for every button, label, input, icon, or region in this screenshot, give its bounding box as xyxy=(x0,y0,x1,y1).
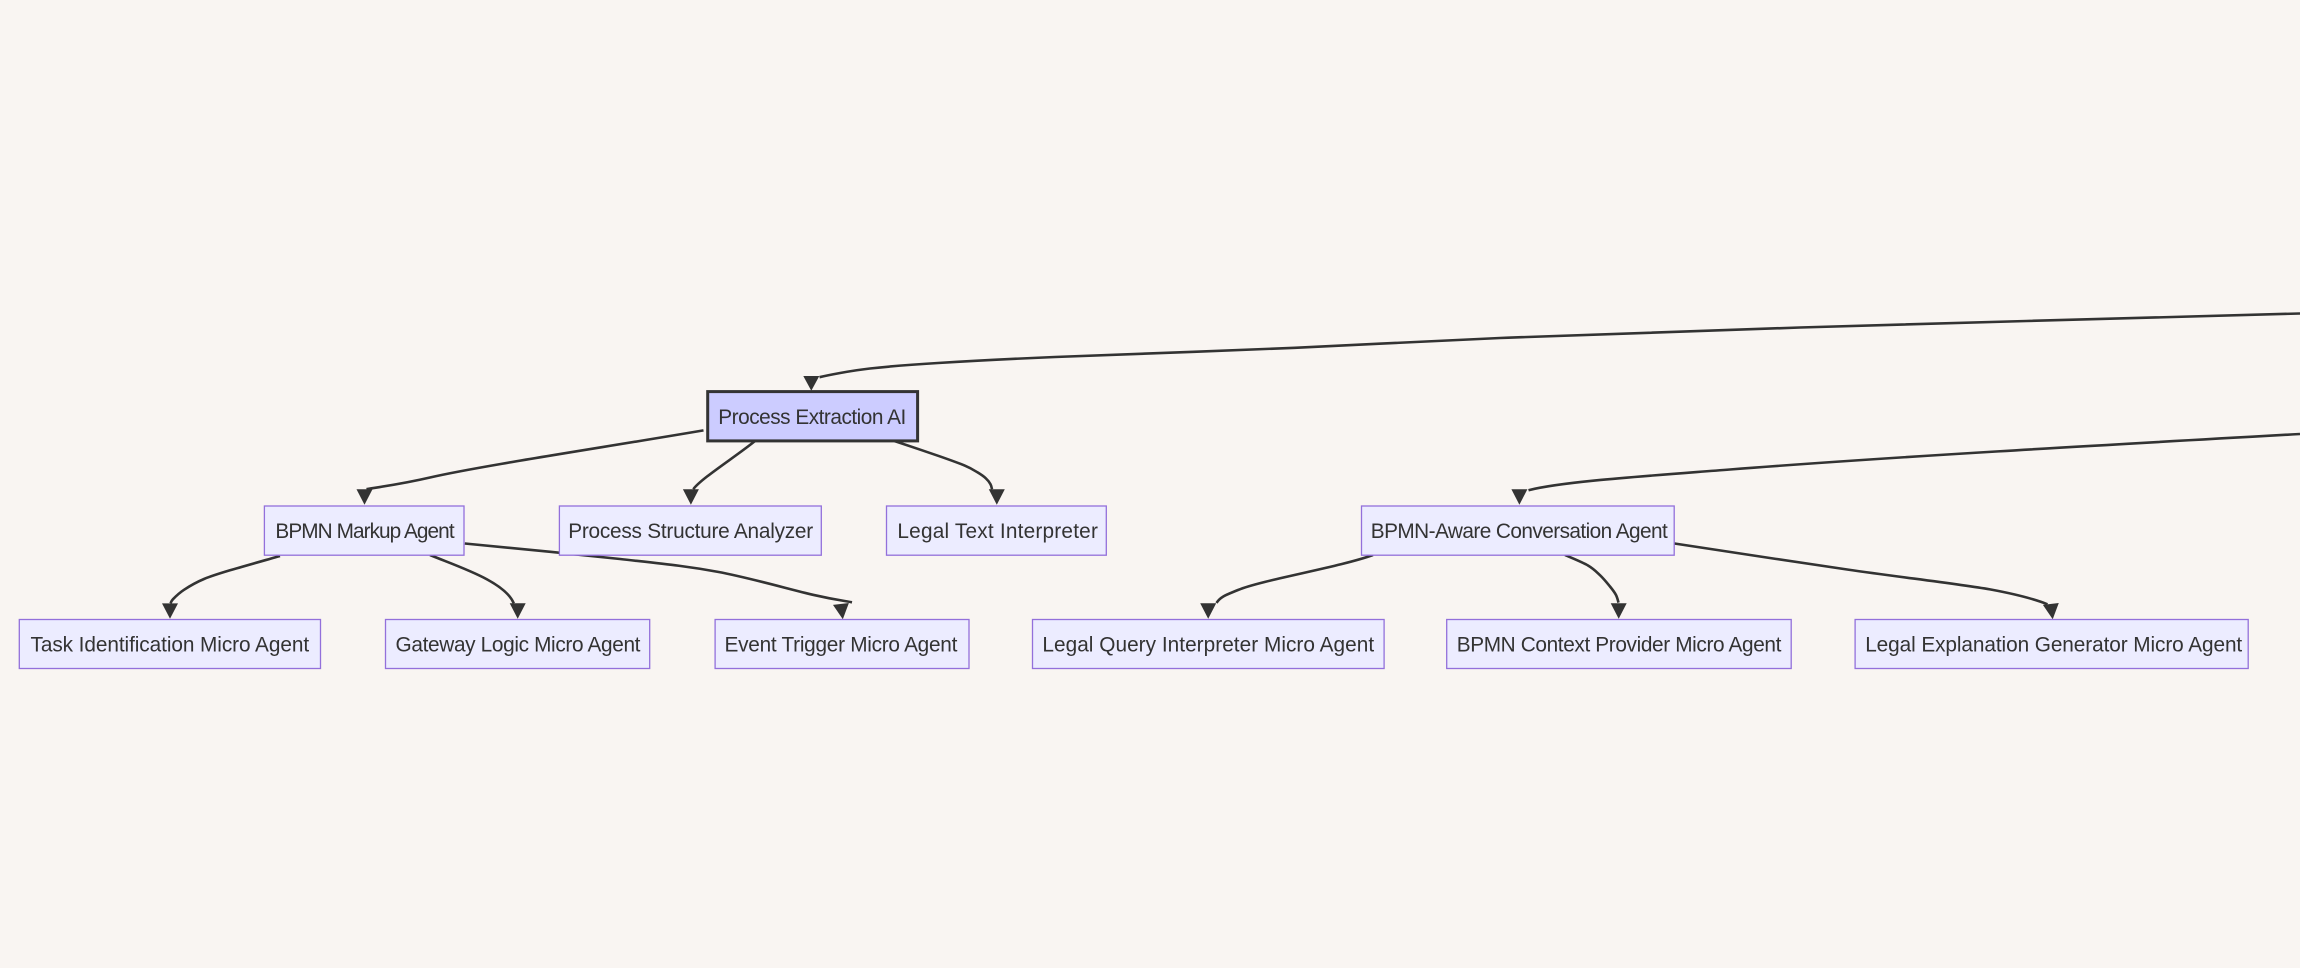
svg-text:Task Identification Micro Agen: Task Identification Micro Agent xyxy=(31,634,310,657)
svg-text:Process Structure Analyzer: Process Structure Analyzer xyxy=(568,520,813,543)
svg-text:Event Trigger Micro Agent: Event Trigger Micro Agent xyxy=(725,634,958,657)
svg-text:Legal Query Interpreter Micro: Legal Query Interpreter Micro Agent xyxy=(1042,634,1374,657)
svg-text:BPMN-Aware Conversation Agent: BPMN-Aware Conversation Agent xyxy=(1371,520,1668,543)
svg-text:Legal Text Interpreter: Legal Text Interpreter xyxy=(897,520,1098,543)
svg-text:BPMN Markup Agent: BPMN Markup Agent xyxy=(275,520,454,543)
svg-text:Gateway Logic Micro Agent: Gateway Logic Micro Agent xyxy=(396,634,641,657)
svg-text:BPMN Context Provider Micro Ag: BPMN Context Provider Micro Agent xyxy=(1457,634,1782,657)
svg-text:Process Extraction AI: Process Extraction AI xyxy=(718,406,906,429)
svg-text:Legal Explanation Generator Mi: Legal Explanation Generator Micro Agent xyxy=(1865,634,2242,657)
